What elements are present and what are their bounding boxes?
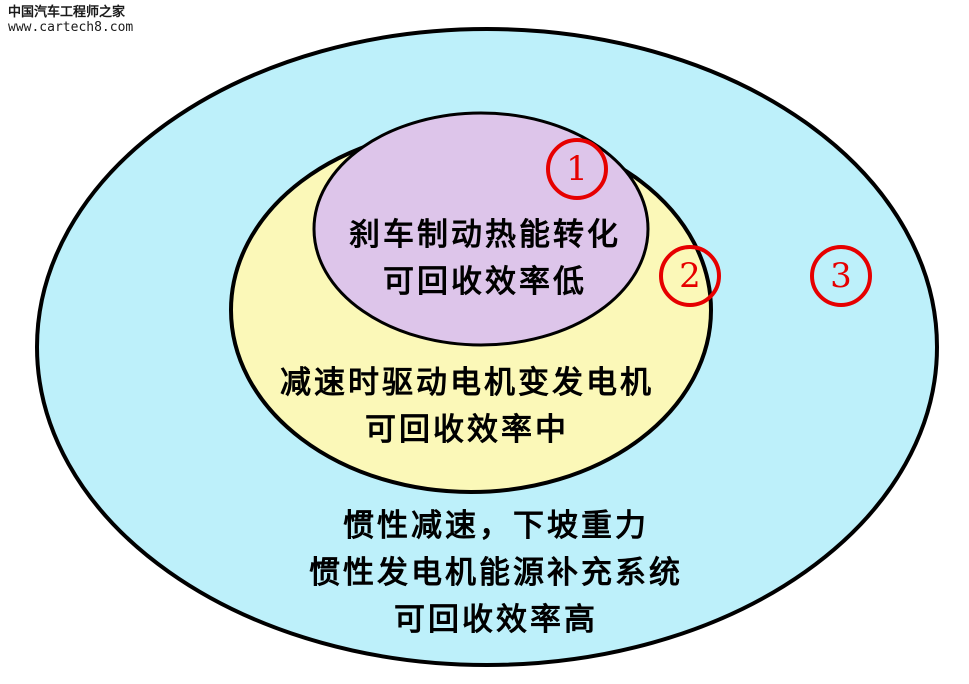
watermark-url: www.cartech8.com	[8, 19, 134, 35]
middle-region-line1: 减速时驱动电机变发电机	[280, 365, 654, 401]
inner-region-line1: 刹车制动热能转化	[349, 217, 621, 253]
outer-region-line2: 惯性发电机能源补充系统	[309, 555, 683, 591]
outer-region-line3: 可回收效率高	[394, 602, 598, 638]
region-2-number-badge: 2	[659, 245, 721, 307]
outer-region-line1: 惯性减速，下坡重力	[343, 508, 649, 544]
region-3-number-badge: 3	[810, 245, 872, 307]
inner-region-label: 刹车制动热能转化 可回收效率低	[330, 212, 640, 306]
inner-region-line2: 可回收效率低	[383, 264, 587, 300]
middle-region-line2: 可回收效率中	[365, 412, 569, 448]
watermark-title: 中国汽车工程师之家	[8, 5, 126, 20]
middle-region-label: 减速时驱动电机变发电机 可回收效率中	[262, 360, 672, 454]
region-1-number-badge: 1	[546, 138, 608, 200]
outer-region-label: 惯性减速，下坡重力 惯性发电机能源补充系统 可回收效率高	[276, 503, 716, 644]
watermark: 中国汽车工程师之家 www.cartech8.com	[8, 5, 134, 36]
